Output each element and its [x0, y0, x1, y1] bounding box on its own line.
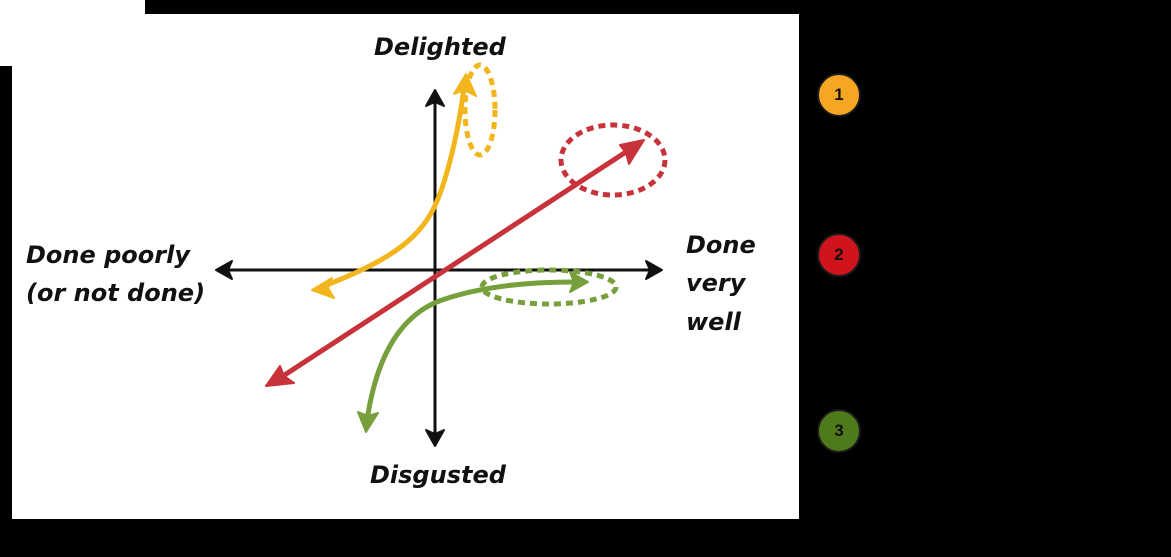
delighter-arrowhead-top: [453, 73, 477, 97]
vertical-axis-arrow-top: [425, 89, 445, 107]
horizontal-axis-arrow-right: [645, 260, 663, 280]
axis-label-done-poorly: Done poorly (or not done): [26, 236, 205, 313]
kano-diagram-panel: Delighted Done poorly (or not done) Done…: [12, 14, 799, 519]
number-badge-2: 2: [817, 233, 861, 277]
number-badge-3: 3: [817, 409, 861, 453]
vertical-axis-arrow-bottom: [425, 429, 445, 447]
delighter-arrowhead-bottom: [311, 277, 335, 299]
axes: [215, 89, 663, 447]
axis-label-disgusted: Disgusted: [370, 461, 506, 489]
delighter-highlight-circle: [462, 62, 498, 158]
axis-label-done-very-well-line1: Done: [686, 231, 756, 259]
number-badge-1: 1: [817, 73, 861, 117]
horizontal-axis-arrow-left: [215, 260, 233, 280]
number-badge-1-text: 1: [834, 85, 844, 104]
axis-label-delighted: Delighted: [374, 33, 506, 61]
performance-highlight-circle: [558, 122, 668, 198]
axis-label-done-very-well-line2: very: [686, 269, 746, 298]
delighter-curve: [311, 62, 498, 299]
basic-arrowhead-bottom: [357, 411, 379, 433]
performance-line: [265, 122, 668, 387]
axis-label-done-poorly-line2: (or not done): [26, 279, 206, 308]
basic-curve-line: [365, 279, 577, 417]
axis-label-done-poorly-line1: Done poorly: [26, 241, 190, 269]
delighter-curve-line: [321, 85, 467, 289]
axis-label-done-very-well-line3: well: [686, 307, 741, 336]
basic-arrowhead-right: [569, 271, 589, 293]
basic-curve: [357, 267, 619, 433]
kano-diagram: [215, 62, 668, 447]
basic-highlight-ellipse: [479, 267, 619, 307]
performance-arrowhead-top: [619, 139, 645, 165]
axis-label-done-very-well: Done very well: [686, 226, 756, 341]
performance-line-stroke: [277, 145, 635, 381]
number-badge-2-text: 2: [834, 245, 844, 264]
number-badge-3-text: 3: [834, 421, 844, 440]
performance-arrowhead-bottom: [265, 365, 295, 387]
